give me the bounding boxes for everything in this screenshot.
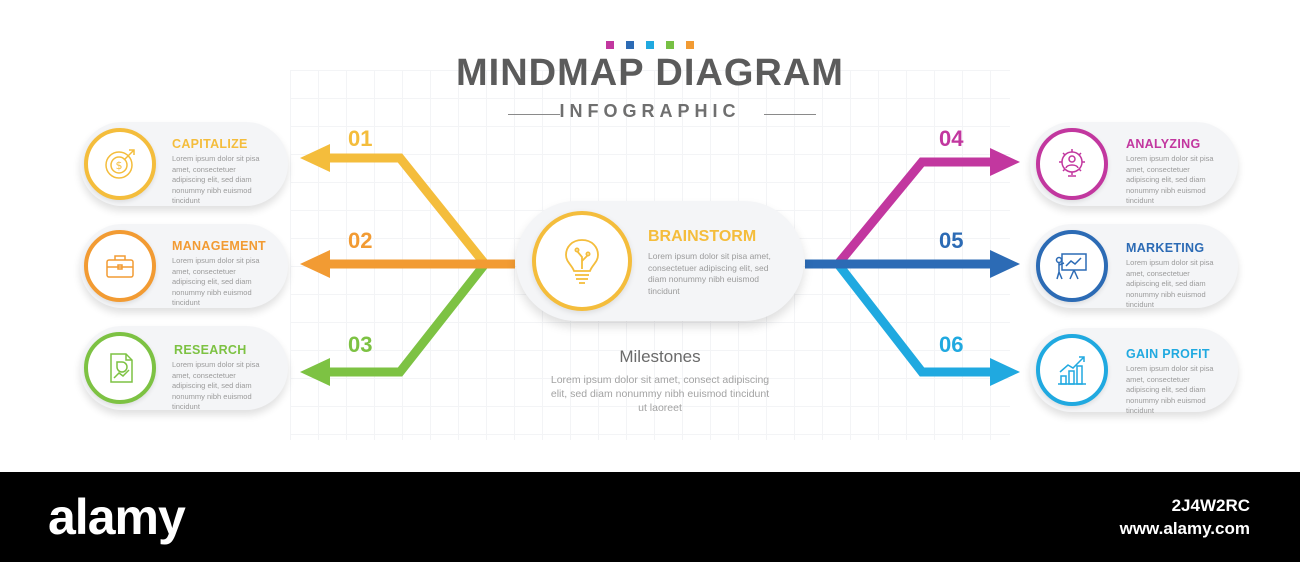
presentation-board-icon xyxy=(1055,253,1087,280)
arrowhead-05 xyxy=(990,250,1020,278)
card-research: RESEARCH Lorem ipsum dolor sit pisa amet… xyxy=(80,326,288,411)
connector-06 xyxy=(834,261,1000,377)
central-node-title: BRAINSTORM xyxy=(648,228,757,245)
icon-ring xyxy=(84,332,156,404)
connector-04 xyxy=(805,157,1000,269)
card-gain-profit: GAIN PROFIT Lorem ipsum dolor sit pisa a… xyxy=(1030,328,1238,415)
card-management: MANAGEMENT Lorem ipsum dolor sit pisa am… xyxy=(80,224,288,308)
alamy-logo: alamy xyxy=(48,489,186,545)
stock-footer-bar: alamy 2J4W2RC www.alamy.com xyxy=(0,472,1300,562)
accent-dot xyxy=(626,41,634,49)
milestones-description: Lorem ipsum dolor sit amet, consect adip… xyxy=(550,374,770,414)
accent-dot xyxy=(646,41,654,49)
infographic-canvas: MINDMAP DIAGRAM INFOGRAPHIC 01 02 03 04 … xyxy=(80,41,1238,440)
central-icon-ring xyxy=(532,211,632,311)
branch-number-05: 05 xyxy=(939,228,964,253)
diagram-title: MINDMAP DIAGRAM xyxy=(456,52,844,94)
icon-ring xyxy=(1036,128,1108,200)
briefcase-icon xyxy=(106,255,134,278)
accent-dot xyxy=(686,41,694,49)
arrowhead-01 xyxy=(300,144,330,172)
svg-text:$: $ xyxy=(116,159,123,172)
branch-number-01: 01 xyxy=(348,126,373,151)
arrowhead-02 xyxy=(300,250,330,278)
accent-dot xyxy=(666,41,674,49)
subtitle-rule-left xyxy=(508,114,560,115)
report-chart-icon xyxy=(110,353,133,383)
growth-chart-icon xyxy=(1058,356,1086,385)
central-node-description: Lorem ipsum dolor sit pisa amet, consect… xyxy=(648,251,771,296)
site-url: www.alamy.com xyxy=(1119,519,1250,538)
arrowhead-03 xyxy=(300,358,330,386)
card-title: GAIN PROFIT xyxy=(1126,347,1210,361)
branch-number-06: 06 xyxy=(939,332,964,357)
card-description: Lorem ipsum dolor sit pisa amet, consect… xyxy=(172,256,260,307)
diagram-subtitle: INFOGRAPHIC xyxy=(559,101,741,121)
branch-number-04: 04 xyxy=(939,126,964,151)
image-id: 2J4W2RC xyxy=(1171,496,1250,515)
icon-ring xyxy=(1036,334,1108,406)
card-title: ANALYZING xyxy=(1126,137,1201,151)
connector-arrows xyxy=(300,144,1020,386)
gear-person-icon xyxy=(1059,149,1085,177)
light-bulb-icon xyxy=(565,239,599,284)
card-description: Lorem ipsum dolor sit pisa amet, consect… xyxy=(172,360,260,411)
arrowhead-06 xyxy=(990,358,1020,386)
dollar-target-icon: $ xyxy=(105,149,135,179)
icon-ring xyxy=(84,230,156,302)
milestones-heading: Milestones xyxy=(619,347,701,366)
card-description: Lorem ipsum dolor sit pisa amet, consect… xyxy=(1126,364,1214,415)
branch-number-03: 03 xyxy=(348,332,373,357)
card-title: MANAGEMENT xyxy=(172,239,266,253)
icon-ring xyxy=(1036,230,1108,302)
branch-number-02: 02 xyxy=(348,228,373,253)
card-title: MARKETING xyxy=(1126,241,1205,255)
card-description: Lorem ipsum dolor sit pisa amet, consect… xyxy=(172,154,260,205)
accent-dot xyxy=(606,41,614,49)
card-capitalize: $ CAPITALIZE Lorem ipsum dolor sit pisa … xyxy=(80,122,288,206)
card-description: Lorem ipsum dolor sit pisa amet, consect… xyxy=(1126,154,1214,205)
card-marketing: MARKETING Lorem ipsum dolor sit pisa ame… xyxy=(1030,224,1238,309)
central-node: BRAINSTORM Lorem ipsum dolor sit pisa am… xyxy=(516,201,804,321)
subtitle-rule-right xyxy=(764,114,816,115)
connector-03 xyxy=(320,261,489,377)
card-title: RESEARCH xyxy=(174,343,247,357)
accent-dots xyxy=(606,41,694,49)
card-description: Lorem ipsum dolor sit pisa amet, consect… xyxy=(1126,258,1214,309)
arrowhead-04 xyxy=(990,148,1020,176)
card-analyzing: ANALYZING Lorem ipsum dolor sit pisa ame… xyxy=(1030,122,1238,206)
card-title: CAPITALIZE xyxy=(172,137,248,151)
icon-ring: $ xyxy=(84,128,156,200)
